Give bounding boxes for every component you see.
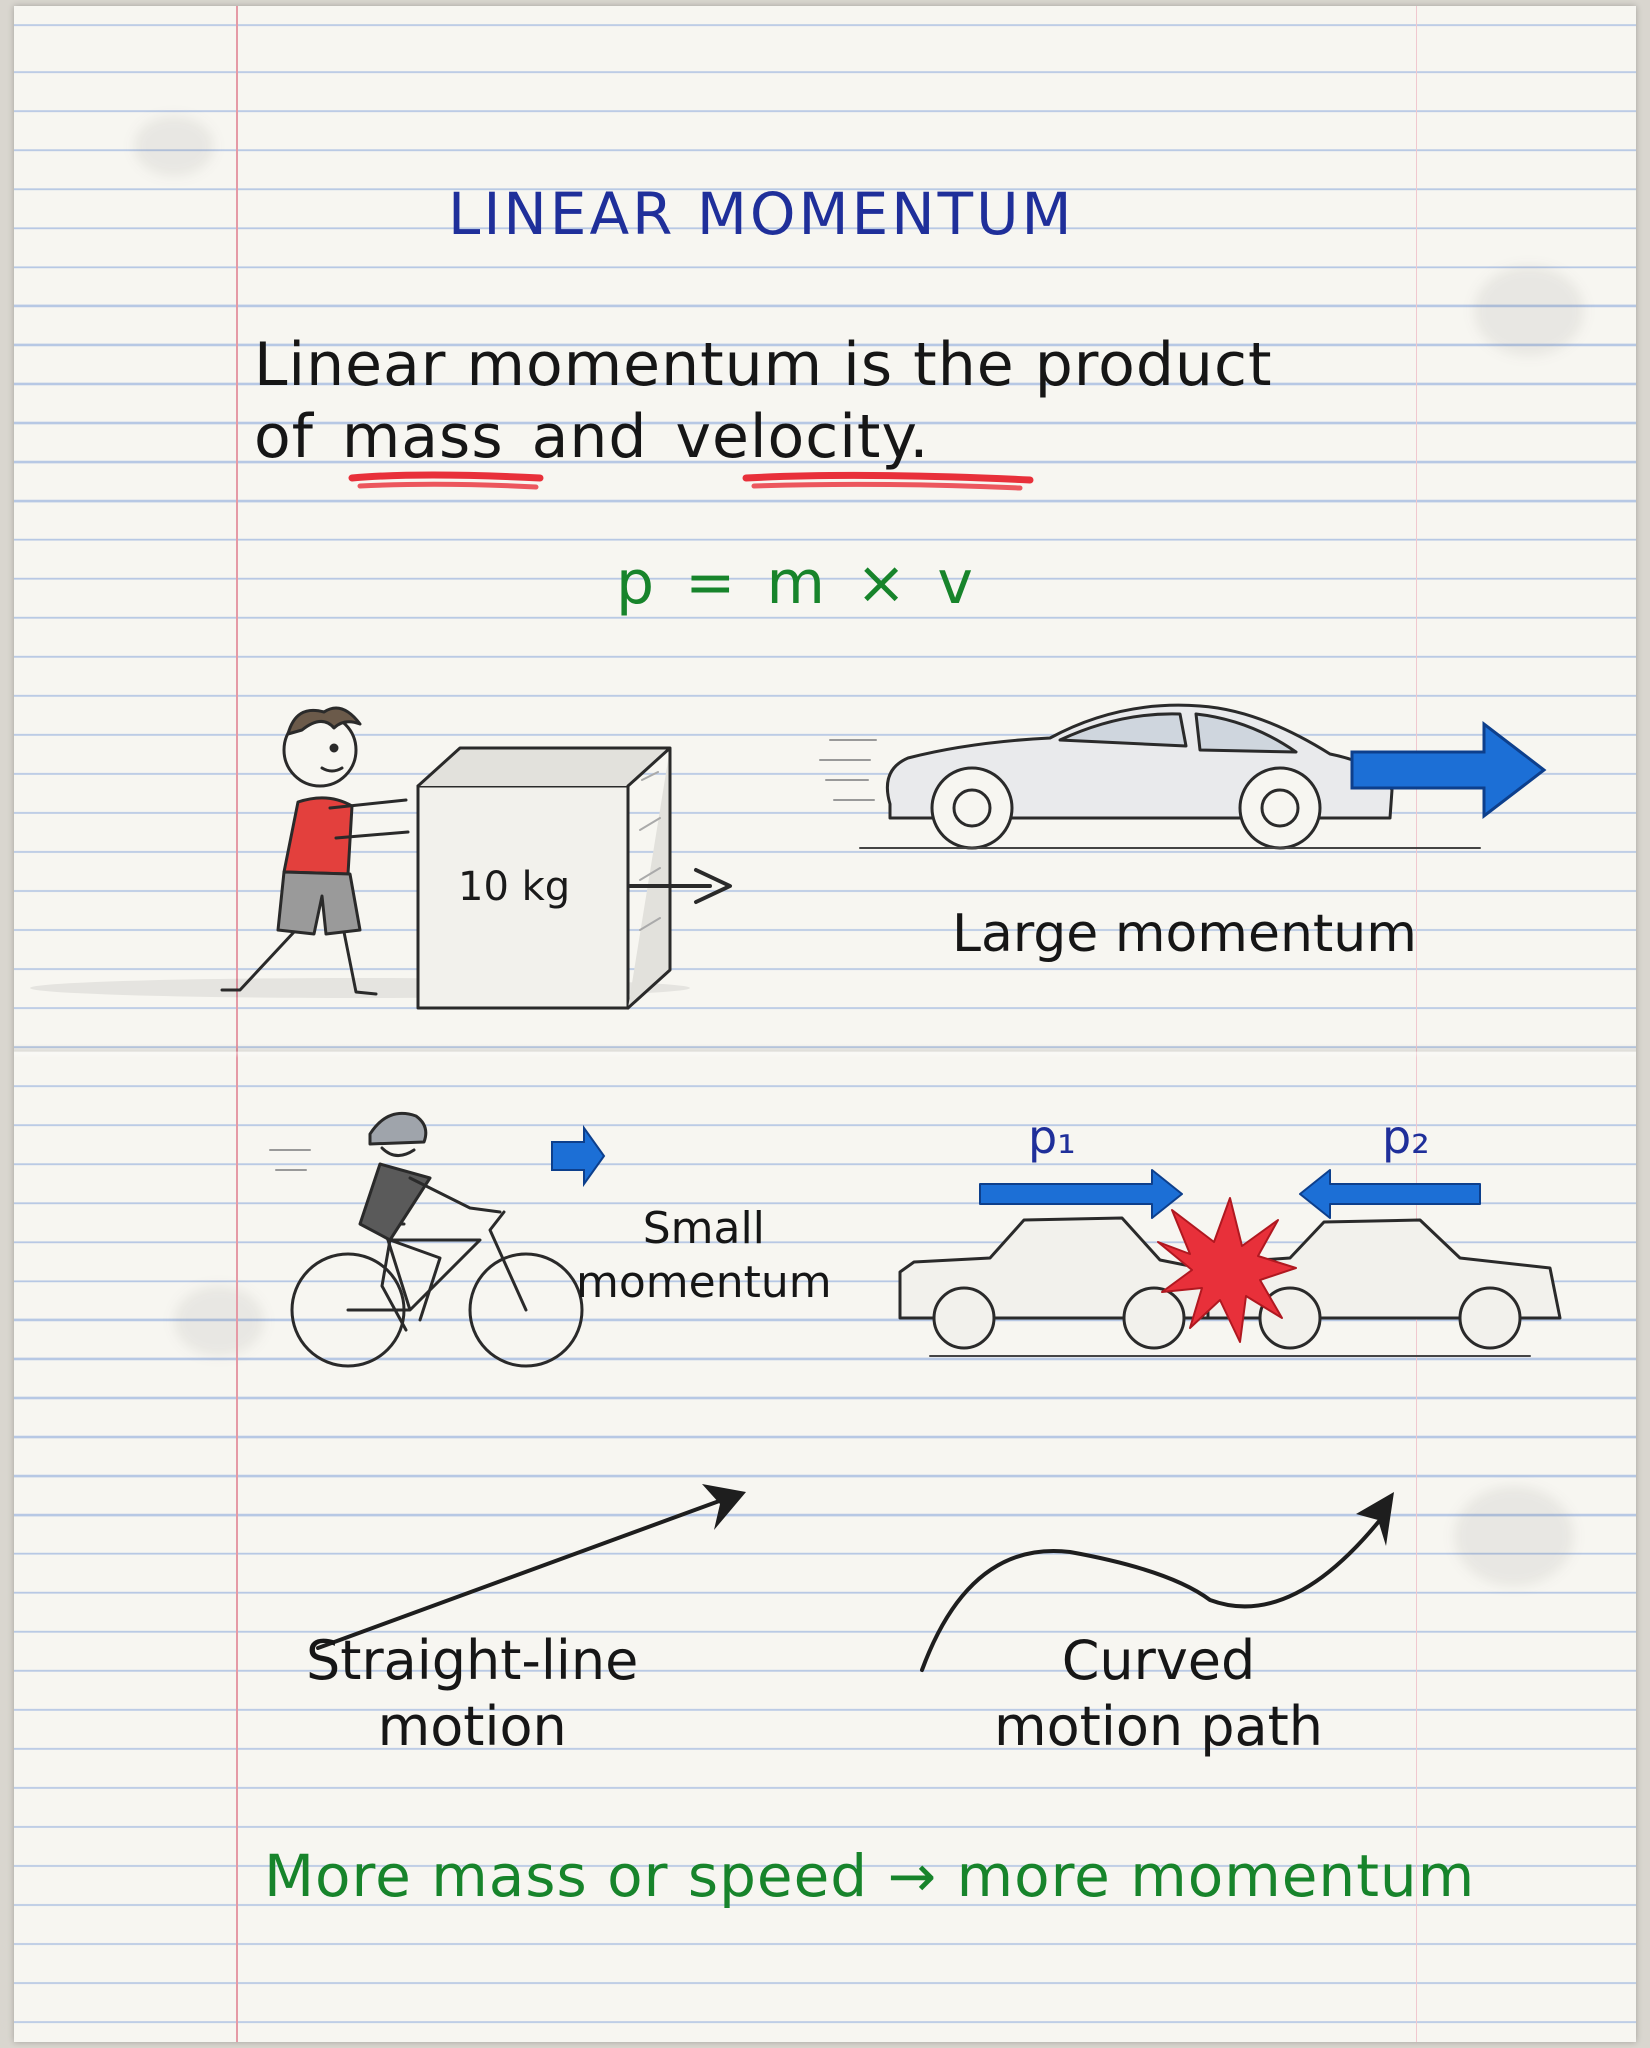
highlight-underlines: [348, 471, 1034, 491]
summary-statement: More mass or speed → more momentum: [264, 1842, 1476, 1910]
curved-path-arrow-icon: [920, 1492, 1394, 1672]
sports-car-icon: [819, 703, 1547, 850]
box-mass-label: 10 kg: [458, 864, 571, 910]
definition-word-mass: mass: [341, 402, 504, 472]
curved-motion-path-caption: Curved motion path: [994, 1628, 1323, 1760]
notebook-page: [14, 6, 1636, 2042]
red-margin-line: [236, 6, 238, 2042]
definition-line-1: Linear momentum is the product: [254, 330, 1273, 400]
small-momentum-line-1: Small: [642, 1203, 765, 1254]
momentum-formula: p = m × v: [616, 548, 979, 618]
straight-line-motion-caption: Straight-line motion: [306, 1628, 638, 1760]
small-momentum-caption: Small momentum: [576, 1202, 832, 1310]
curved-caption-line-2: motion path: [994, 1695, 1324, 1758]
straight-line-caption-line-2: motion: [377, 1695, 567, 1758]
straight-line-arrow-icon: [316, 1484, 746, 1650]
boy-pushing-box-icon: [30, 706, 732, 1010]
right-margin-line: [1416, 6, 1417, 2042]
paper-fold-crease: [14, 1044, 1636, 1058]
straight-line-caption-line-1: Straight-line: [306, 1629, 639, 1692]
momentum-p2-label: p₂: [1382, 1110, 1430, 1164]
small-momentum-line-2: momentum: [576, 1257, 832, 1308]
momentum-p1-label: p₁: [1028, 1110, 1076, 1164]
large-momentum-caption: Large momentum: [952, 904, 1417, 964]
definition-word-of: of: [254, 402, 314, 472]
colliding-cars-icon: [898, 1169, 1562, 1357]
page-title: LINEAR MOMENTUM: [448, 180, 1075, 248]
curved-caption-line-1: Curved: [1061, 1629, 1256, 1692]
cyclist-icon: [269, 1111, 606, 1368]
definition-word-velocity: velocity.: [675, 402, 930, 472]
definition-word-and: and: [531, 402, 648, 472]
